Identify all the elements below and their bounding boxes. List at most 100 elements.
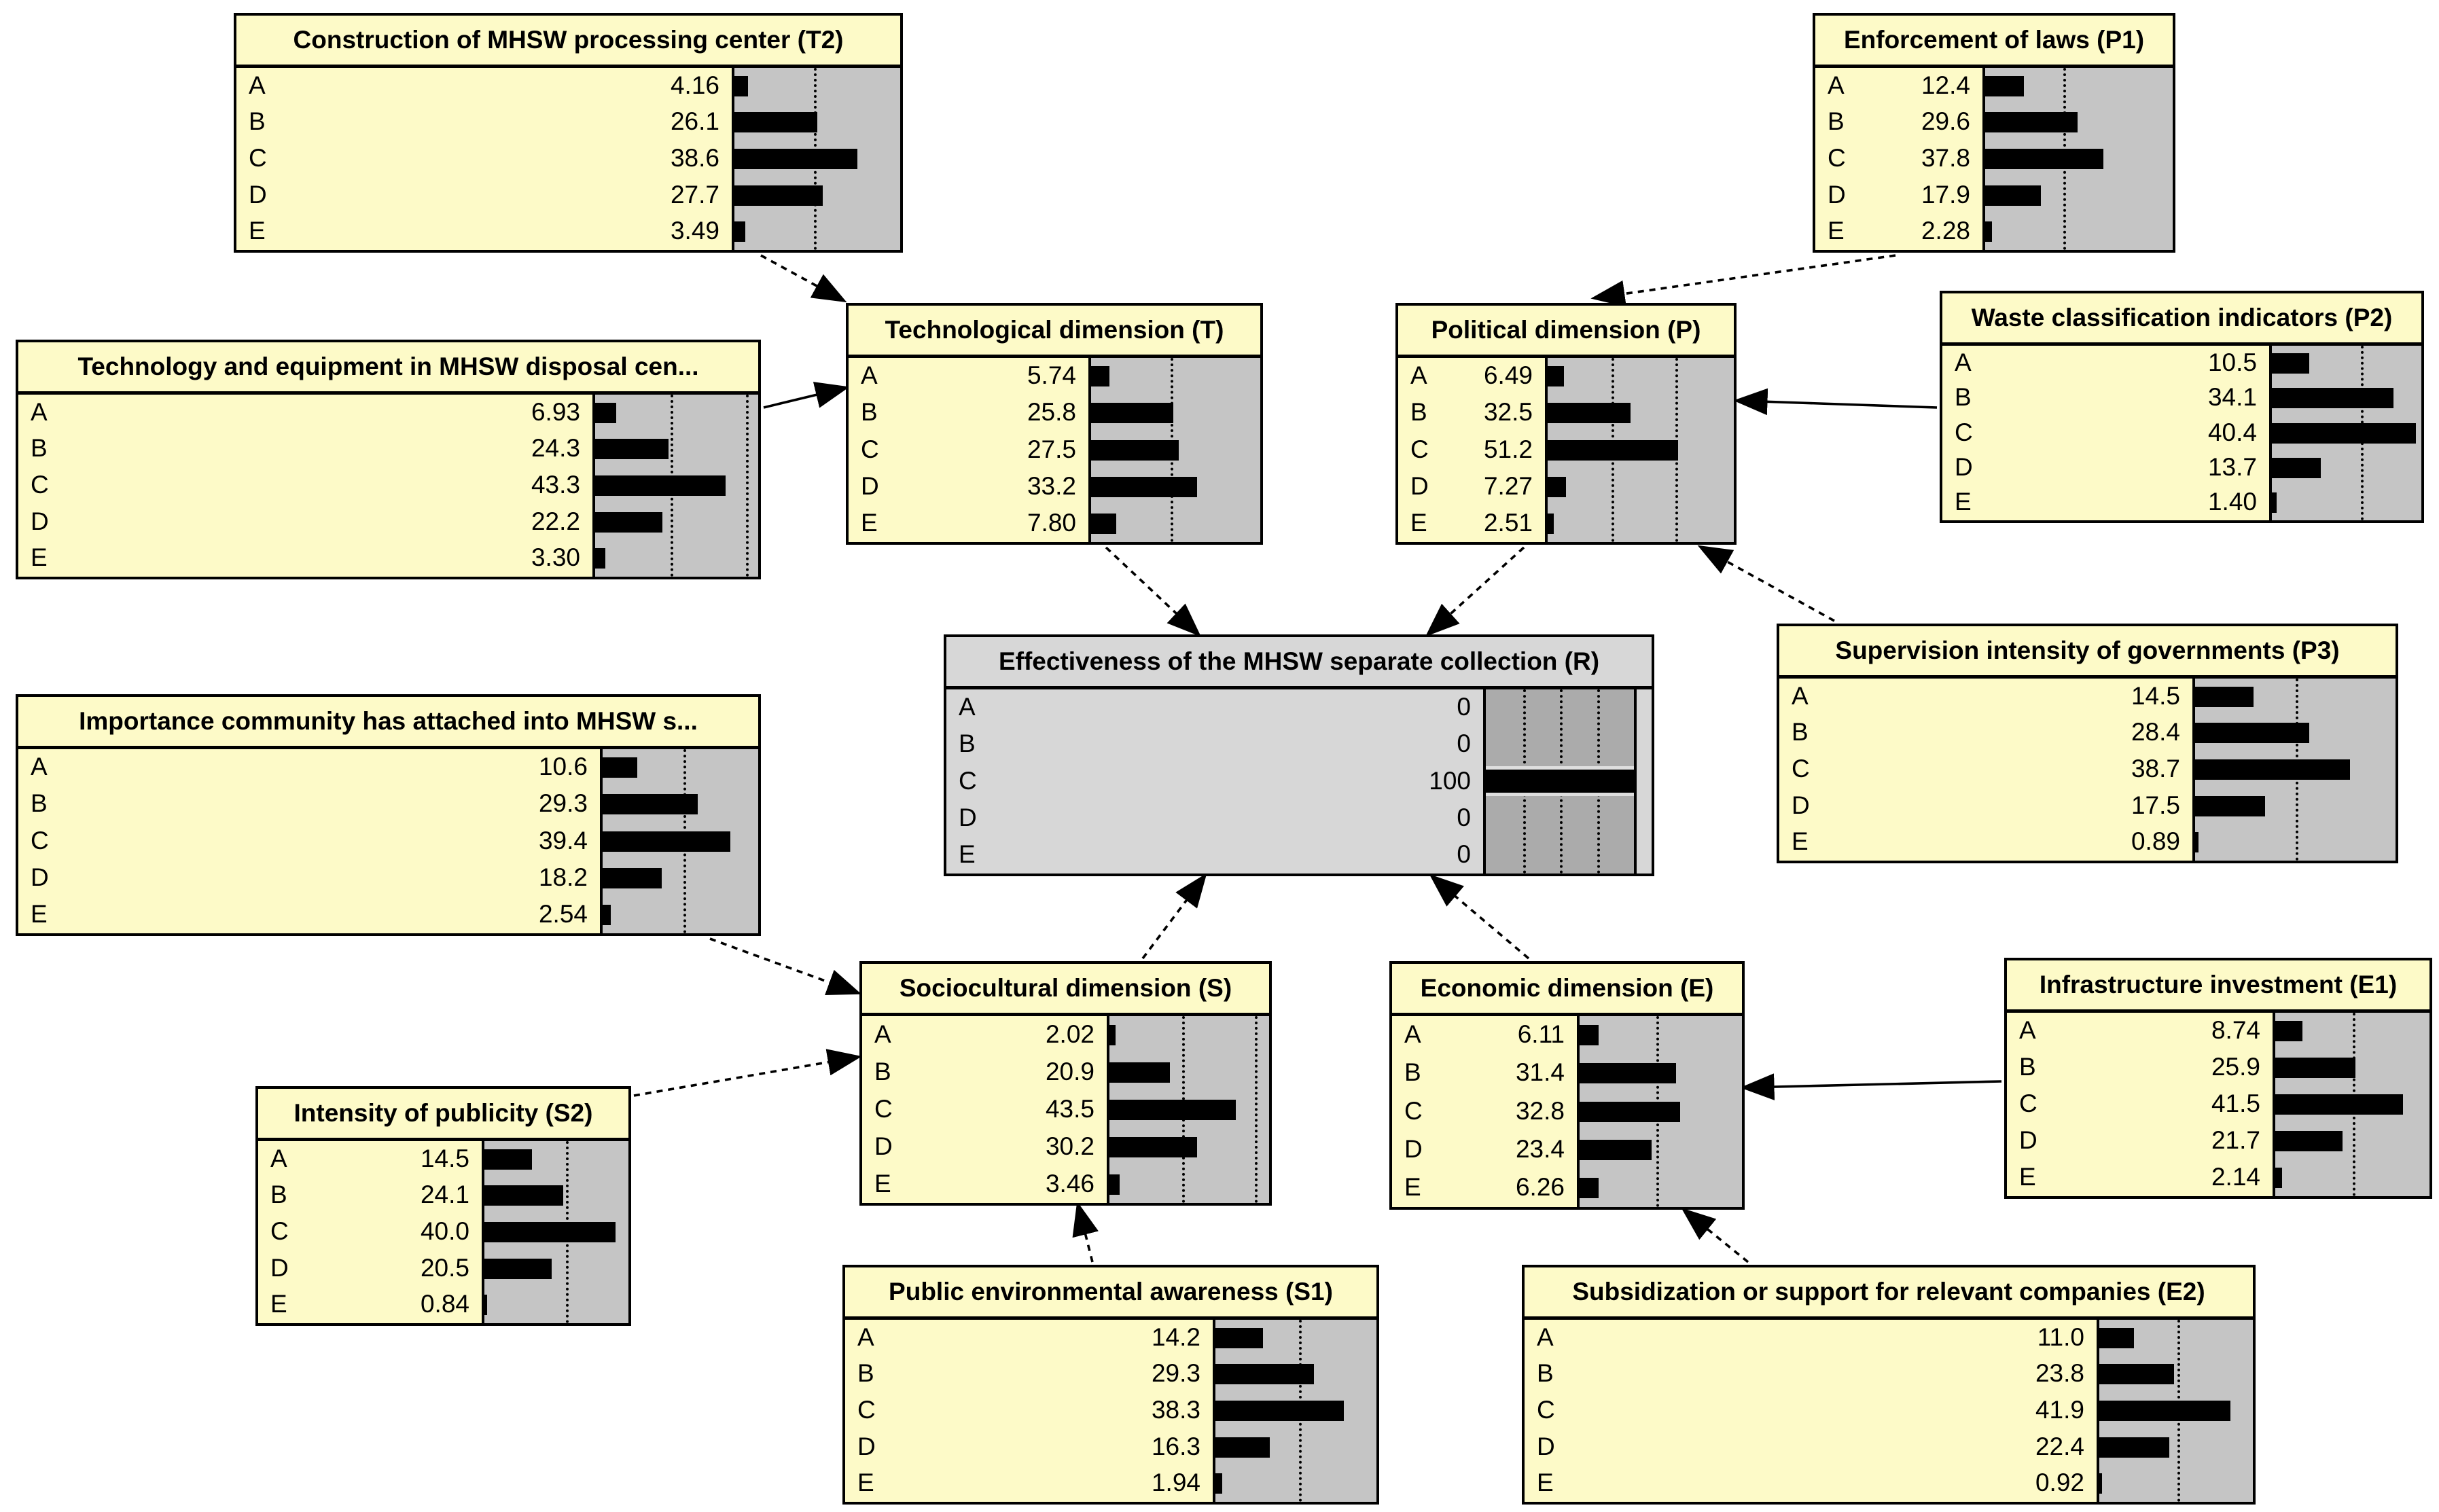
state-label-T2-D[interactable]: D [249,181,267,209]
probability-bar-S3-D[interactable] [603,868,662,888]
state-label-T-C[interactable]: C [861,435,879,463]
state-label-P2-D[interactable]: D [1955,453,1973,481]
probability-bar-T1-C[interactable] [595,475,726,496]
state-label-S2-C[interactable]: C [270,1217,289,1245]
probability-bar-S1-B[interactable] [1215,1364,1314,1384]
state-label-P-E[interactable]: E [1410,509,1427,537]
probability-bar-S3-A[interactable] [603,757,637,778]
state-label-S1-B[interactable]: B [857,1359,874,1387]
state-label-S-E[interactable]: E [874,1170,891,1198]
node-P3[interactable]: Supervision intensity of governments (P3… [1777,624,2398,863]
node-title-S2[interactable]: Intensity of publicity (S2) [258,1089,628,1141]
probability-bar-E-D[interactable] [1580,1140,1652,1160]
probability-bar-P-E[interactable] [1548,514,1554,534]
probability-bar-S3-C[interactable] [603,831,730,852]
probability-bar-S1-D[interactable] [1215,1437,1270,1458]
state-label-E2-E[interactable]: E [1537,1469,1554,1496]
state-label-E1-A[interactable]: A [2019,1016,2036,1044]
probability-bar-E-B[interactable] [1580,1063,1676,1083]
state-label-E2-B[interactable]: B [1537,1359,1554,1387]
state-label-E1-B[interactable]: B [2019,1053,2036,1081]
probability-bar-E-E[interactable] [1580,1178,1599,1198]
probability-bar-P1-E[interactable] [1985,221,1993,242]
state-label-T1-E[interactable]: E [31,543,48,571]
probability-bar-T2-A[interactable] [734,76,748,96]
node-title-T[interactable]: Technological dimension (T) [849,306,1260,358]
probability-bar-P1-A[interactable] [1985,76,2025,96]
state-label-E-E[interactable]: E [1404,1173,1421,1201]
state-label-P1-D[interactable]: D [1828,181,1846,209]
probability-bar-T-B[interactable] [1091,403,1174,423]
probability-bar-E2-D[interactable] [2099,1437,2170,1458]
probability-bar-P1-C[interactable] [1985,149,2103,169]
state-label-T1-B[interactable]: B [31,434,48,462]
state-label-P1-E[interactable]: E [1828,217,1845,245]
probability-bar-T2-C[interactable] [734,149,858,169]
state-label-R-A[interactable]: A [959,693,976,721]
state-label-S-A[interactable]: A [874,1020,891,1048]
node-title-T1[interactable]: Technology and equipment in MHSW disposa… [18,342,758,395]
state-label-P-A[interactable]: A [1410,361,1427,389]
node-title-P2[interactable]: Waste classification indicators (P2) [1942,293,2421,346]
state-label-E-A[interactable]: A [1404,1020,1421,1048]
state-label-P-C[interactable]: C [1410,435,1429,463]
probability-bar-T1-D[interactable] [595,512,662,533]
probability-bar-P2-E[interactable] [2272,492,2277,513]
state-label-R-C[interactable]: C [959,767,977,795]
state-label-E2-C[interactable]: C [1537,1396,1555,1424]
state-label-R-E[interactable]: E [959,840,976,868]
probability-bar-T-D[interactable] [1091,477,1197,497]
probability-bar-S1-E[interactable] [1215,1473,1222,1494]
state-label-P1-C[interactable]: C [1828,144,1846,172]
probability-bar-P3-A[interactable] [2195,687,2254,707]
probability-bar-E2-A[interactable] [2099,1328,2134,1348]
probability-bar-P2-B[interactable] [2272,388,2393,408]
probability-bar-T2-D[interactable] [734,185,823,206]
state-label-P2-C[interactable]: C [1955,418,1973,446]
probability-bar-T1-A[interactable] [595,403,616,423]
probability-bar-T-E[interactable] [1091,514,1116,534]
probability-bar-E-C[interactable] [1580,1102,1680,1122]
state-label-S3-E[interactable]: E [31,900,48,928]
state-label-S3-A[interactable]: A [31,753,48,780]
node-title-R[interactable]: Effectiveness of the MHSW separate colle… [946,637,1652,689]
node-T2[interactable]: Construction of MHSW processing center (… [234,13,903,253]
node-title-E2[interactable]: Subsidization or support for relevant co… [1525,1267,2253,1320]
state-label-P-D[interactable]: D [1410,472,1429,500]
evidence-bar-R-C[interactable] [1486,766,1634,796]
state-label-P1-B[interactable]: B [1828,107,1845,135]
probability-bar-T1-E[interactable] [595,548,605,569]
state-label-T-E[interactable]: E [861,509,878,537]
probability-bar-E1-A[interactable] [2275,1021,2302,1041]
probability-bar-P-D[interactable] [1548,477,1567,497]
state-label-S2-B[interactable]: B [270,1181,287,1208]
probability-bar-S-A[interactable] [1109,1025,1116,1045]
probability-bar-P3-C[interactable] [2195,759,2351,780]
state-label-T1-D[interactable]: D [31,507,49,535]
state-label-R-B[interactable]: B [959,730,976,757]
probability-bar-S3-B[interactable] [603,794,698,814]
probability-bar-T-C[interactable] [1091,440,1179,461]
node-title-P[interactable]: Political dimension (P) [1398,306,1734,358]
state-label-E2-A[interactable]: A [1537,1323,1554,1351]
state-label-S3-B[interactable]: B [31,789,48,817]
probability-bar-P-B[interactable] [1548,403,1631,423]
probability-bar-T-A[interactable] [1091,366,1109,386]
state-label-S2-E[interactable]: E [270,1290,287,1318]
probability-bar-T2-B[interactable] [734,112,818,132]
probability-bar-S2-B[interactable] [484,1185,564,1206]
state-label-E-B[interactable]: B [1404,1058,1421,1086]
probability-bar-E2-E[interactable] [2099,1473,2103,1494]
state-label-S2-D[interactable]: D [270,1254,289,1282]
probability-bar-E2-B[interactable] [2099,1364,2174,1384]
state-label-T2-C[interactable]: C [249,144,267,172]
probability-bar-E2-C[interactable] [2099,1401,2231,1421]
node-title-T2[interactable]: Construction of MHSW processing center (… [236,16,900,68]
state-label-S3-C[interactable]: C [31,827,49,854]
probability-bar-P3-B[interactable] [2195,723,2309,743]
state-label-P2-E[interactable]: E [1955,488,1972,516]
